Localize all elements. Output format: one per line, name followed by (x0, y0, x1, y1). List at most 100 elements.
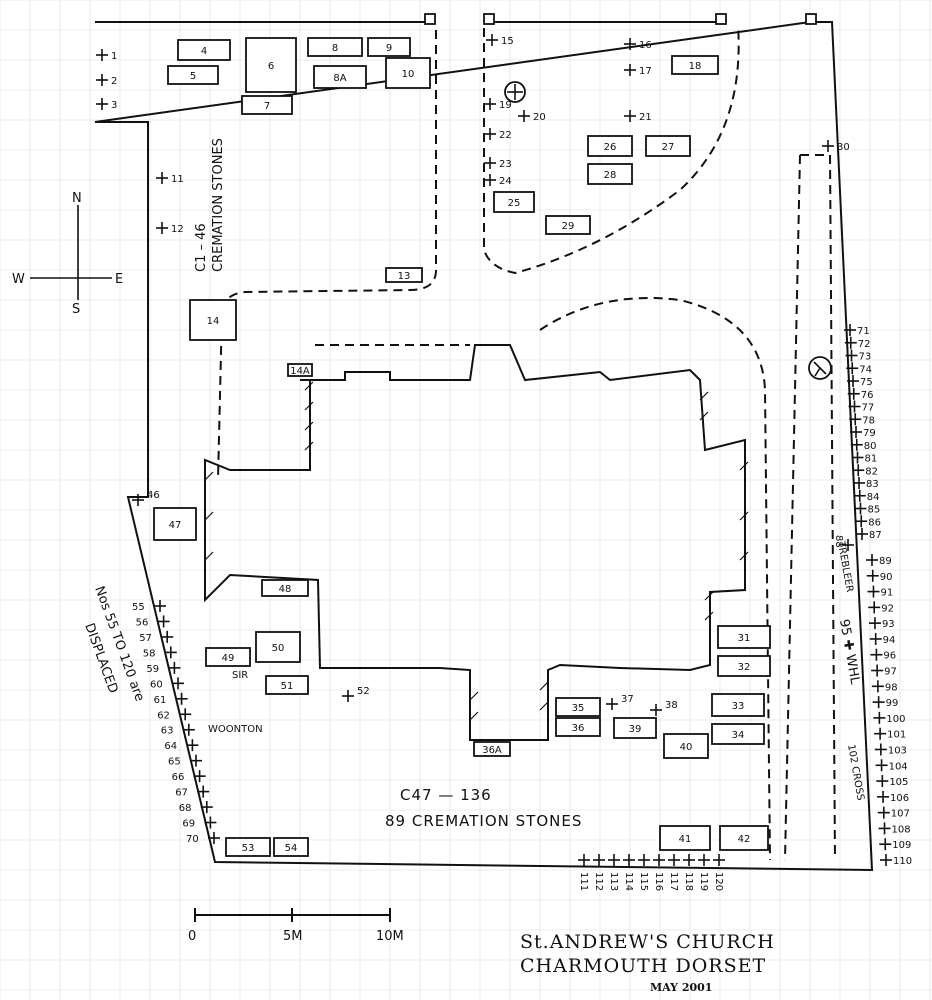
plot-26: 26 (587, 135, 633, 157)
plot-label: 18 (689, 61, 702, 72)
grave-cross-109: 109 (879, 838, 911, 851)
grave-cross-73: 73 (845, 349, 871, 363)
grave-number: 116 (653, 872, 664, 891)
grave-cross-37: 37 (606, 694, 634, 710)
grave-cross-23: 23 (484, 157, 512, 170)
plot-label: 54 (285, 843, 298, 854)
church-hatching (204, 381, 749, 721)
plot-36a: 36A (473, 741, 511, 757)
grave-number: 82 (865, 466, 878, 477)
grave-cross-70: 70 (186, 832, 220, 845)
plot-32: 32 (717, 655, 771, 677)
grave-cross-52: 52 (342, 686, 370, 702)
grave-cross-12: 12 (156, 222, 184, 235)
plot-31: 31 (717, 625, 771, 649)
grave-number: 11 (171, 174, 184, 185)
cremation-north-range: C1 – 46 (194, 223, 209, 272)
grave-number: 59 (146, 664, 159, 675)
plot-36: 36 (555, 717, 601, 737)
compass-north: N (72, 191, 82, 206)
grave-number: 104 (889, 761, 908, 772)
grave-number: 57 (139, 633, 152, 644)
grave-cross-85: 85 (854, 502, 881, 516)
grave-number: 79 (863, 428, 876, 439)
grave-cross-111: 111 (578, 854, 590, 891)
grave-cross-71: 71 (844, 324, 870, 337)
grave-number: 101 (887, 730, 906, 741)
gate-post-nw (424, 13, 436, 25)
grave-number: 80 (864, 441, 877, 452)
grave-number: 70 (186, 834, 199, 845)
plot-label: 33 (732, 701, 745, 712)
plot-label: 40 (680, 742, 693, 753)
grave-number: 63 (161, 726, 174, 737)
grave-number: 120 (713, 872, 724, 891)
grave-number: 107 (891, 809, 910, 820)
cremation-south-range: C47 — 136 (400, 786, 492, 804)
plot-50: 50 (255, 631, 301, 663)
plot-label: 35 (572, 703, 585, 714)
plot-label: 47 (169, 520, 182, 531)
plot-label: 34 (732, 730, 745, 741)
grave-cross-24: 24 (484, 174, 512, 187)
plot-label: 27 (662, 142, 675, 153)
grave-cross-15: 15 (486, 34, 514, 47)
plot-40: 40 (663, 733, 709, 759)
grave-number: 115 (638, 872, 649, 891)
grave-cross-112: 112 (593, 854, 605, 891)
plot-label: 50 (272, 643, 285, 654)
grave-cross-101: 101 (874, 727, 906, 741)
grave-number: 55 (132, 602, 145, 613)
grave-number: 69 (182, 819, 195, 830)
grave-cross-83: 83 (853, 477, 879, 490)
plot-label: 7 (264, 101, 270, 112)
grave-number: 62 (157, 710, 170, 721)
grave-cross-68: 68 (179, 801, 213, 814)
grave-number: 84 (867, 492, 880, 503)
scale-label-5m: 5M (283, 929, 303, 944)
grave-number: 83 (866, 479, 879, 490)
grave-cross-19: 19 (484, 98, 512, 111)
grave-number: 106 (890, 793, 909, 804)
grave-cross-100: 100 (873, 711, 905, 725)
plot-label: 6 (268, 61, 274, 72)
grave-cross-46: 46 (132, 490, 160, 506)
grave-cross-21: 21 (624, 110, 652, 123)
grave-number: 17 (639, 66, 652, 77)
grave-cross-64: 64 (164, 739, 199, 752)
plot-label: 26 (604, 142, 617, 153)
plot-13: 13 (385, 267, 423, 283)
grave-number: 89 (879, 556, 892, 567)
grave-number: 91 (880, 588, 893, 599)
grave-cross-65: 65 (168, 754, 202, 768)
grave-cross-22: 22 (484, 128, 512, 141)
grave-number: 112 (593, 872, 604, 891)
grave-number: 21 (639, 112, 652, 123)
grave-number: 2 (111, 76, 117, 87)
grave-cross-38: 38 (650, 700, 678, 716)
grave-cross-120: 120 (713, 854, 725, 891)
grave-cross-1: 1 (96, 49, 117, 62)
map-subtitle: CHARMOUTH DORSET (520, 955, 766, 977)
grave-cross-58: 58 (143, 646, 177, 659)
plot-label: 53 (242, 843, 255, 854)
plot-8: 8 (307, 37, 363, 57)
grave-cross-82: 82 (852, 464, 878, 477)
path-round-church (315, 297, 771, 861)
grave-cross-118: 118 (683, 854, 695, 891)
grave-number: 111 (578, 872, 589, 891)
grave-number: 74 (859, 364, 872, 375)
grave-number: 75 (860, 377, 873, 388)
grave-number: 81 (865, 454, 878, 465)
tree-symbol-north (504, 81, 526, 103)
grave-cross-76: 76 (847, 387, 873, 401)
grave-number: 94 (883, 635, 896, 646)
grave-cross-59: 59 (146, 661, 181, 675)
grave-number: 97 (884, 667, 897, 678)
grave-number: 23 (499, 159, 512, 170)
grave-cross-99: 99 (872, 696, 898, 709)
grave-number: 85 (868, 505, 881, 516)
grave-number: 37 (621, 694, 634, 705)
plot-label: 42 (738, 834, 751, 845)
